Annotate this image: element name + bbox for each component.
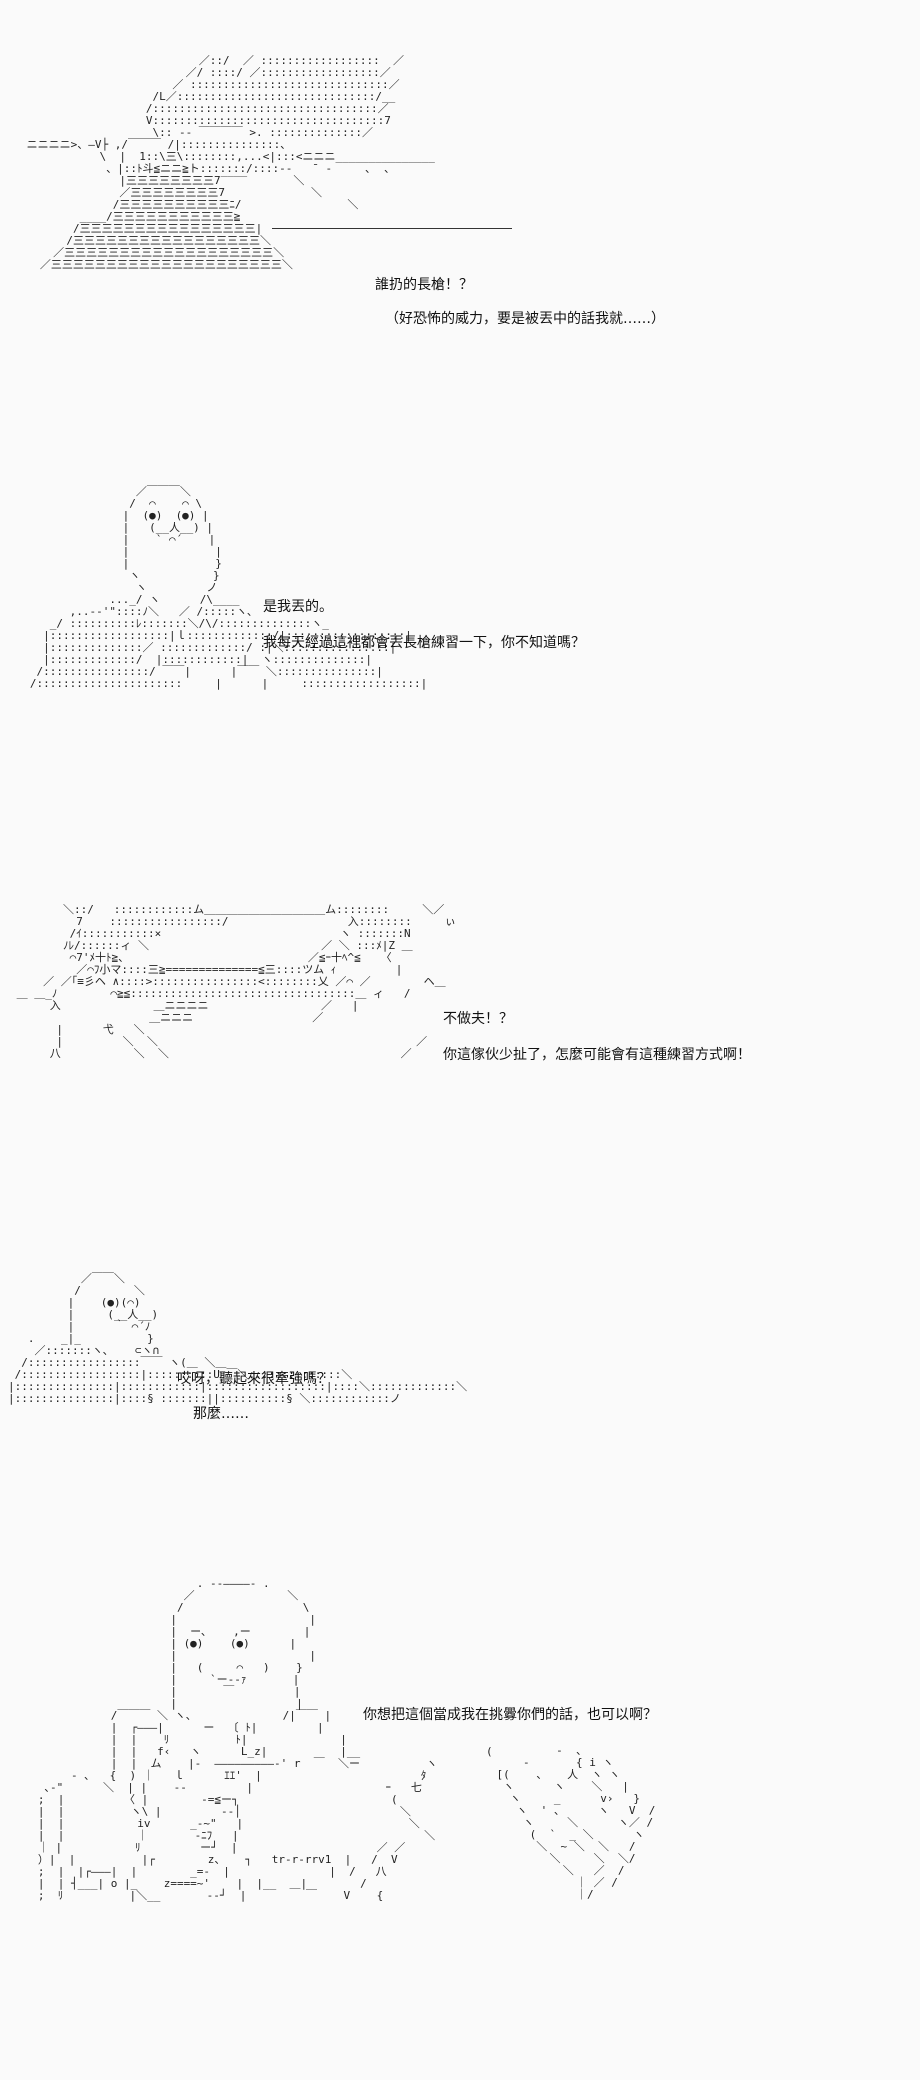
panel-2-line-1: 是我丟的。 xyxy=(263,599,333,615)
panel-3: ＼::/ ::::::::::::ム＿＿＿＿＿＿＿＿＿＿＿ム:::::::: ＼… xyxy=(0,890,920,1150)
panel-5: . -‐――――- . ／ ＼ / \ | | | ー､ ,ー | xyxy=(0,1570,920,2080)
panel-1-line-2: （好恐怖的威力，要是被丟中的話我就……） xyxy=(385,311,665,327)
panel-3-line-1: 不做夫！？ xyxy=(443,1011,513,1027)
panel-4-line-1: 哎呀，聽起來很牽強嗎？ xyxy=(177,1371,331,1387)
ascii-art-character-taunting: . -‐――――- . ／ ＼ / \ | | | ー､ ,ー | xyxy=(37,1577,493,1902)
panel-4: ／￣￣＼ / ＼ | (●)(⌒) | (__人__) | ｀ ⌒´ﾉ . _|… xyxy=(0,1265,920,1505)
spear-shaft-line xyxy=(272,228,512,229)
panel-5-line-1: 你想把這個當成我在挑釁你們的話，也可以啊？ xyxy=(363,1707,657,1723)
panel-2-line-2: 我每天經過這裡都會丟長槍練習一下，你不知道嗎？ xyxy=(263,635,585,651)
panel-4-line-2: 那麼…… xyxy=(193,1406,249,1422)
panel-2: ／￣￣￣＼ / ⌒ ⌒ \ | (●) (●) | | (__人__) | | … xyxy=(0,470,920,790)
ascii-art-character-speaking: ／￣￣￣＼ / ⌒ ⌒ \ | (●) (●) | | (__人__) | | … xyxy=(29,485,428,690)
panel-1: ／::/ ／ :::::::::::::::::: ／ ／/ ::::/ ／::… xyxy=(0,0,920,380)
ascii-art-character-smug: ／￣￣＼ / ＼ | (●)(⌒) | (__人__) | ｀ ⌒´ﾉ . _|… xyxy=(8,1272,468,1405)
panel-3-line-2: 你這傢伙少扯了，怎麼可能會有這種練習方式啊！ xyxy=(443,1047,751,1063)
ascii-art-raised-hand: - 、 - { i ヽ [( 、 人 ヽ ヽ ヽ ヽ ＼ | ヽ _ v› } … xyxy=(496,1744,656,1901)
ascii-art-spear-pillar: ／::/ ／ :::::::::::::::::: ／ ／/ ::::/ ／::… xyxy=(26,54,435,271)
panel-1-line-1: 誰扔的長槍！？ xyxy=(375,277,473,293)
ascii-art-character-shouting: ＼::/ ::::::::::::ム＿＿＿＿＿＿＿＿＿＿＿ム:::::::: ＼… xyxy=(16,903,456,1060)
